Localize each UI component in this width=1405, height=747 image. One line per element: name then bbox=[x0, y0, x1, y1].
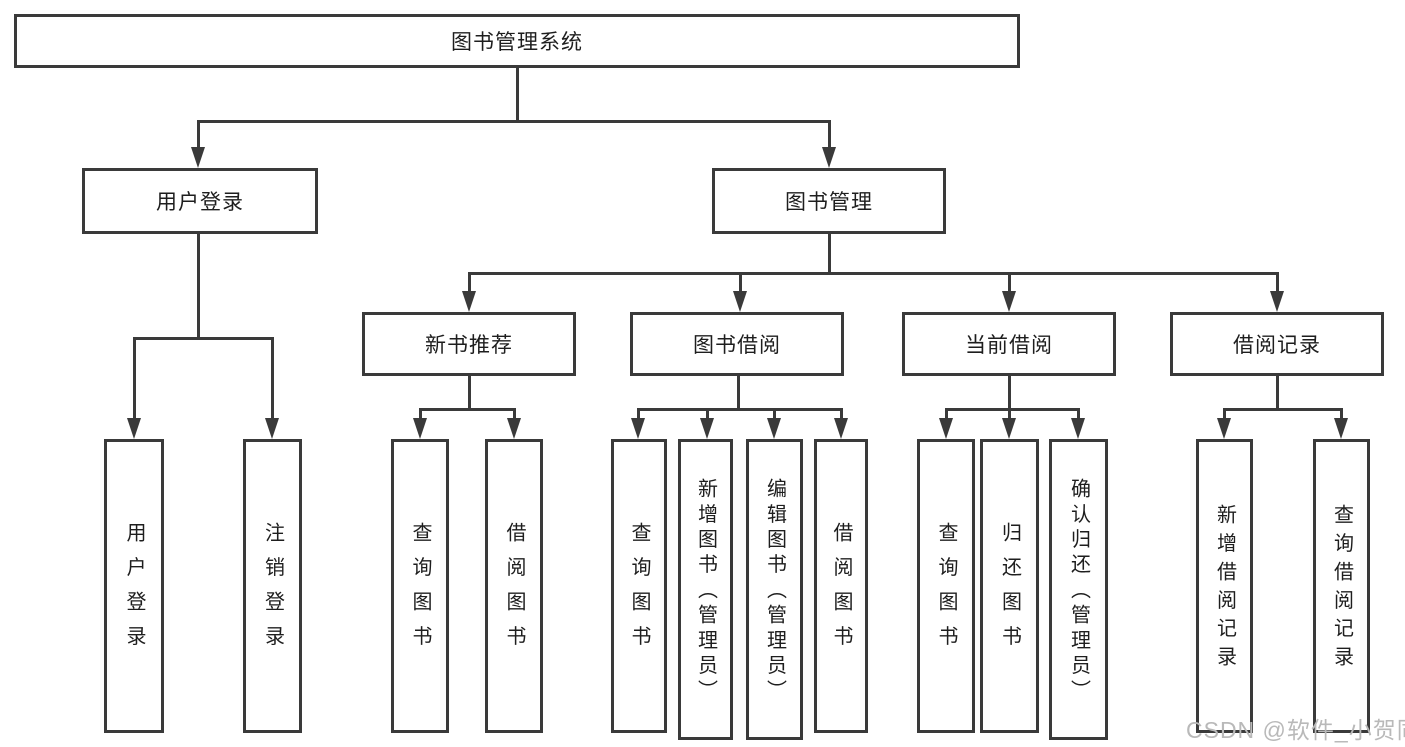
arrow-to-current-borrow bbox=[1002, 272, 1016, 312]
leaf-edit-book-admin: 编辑图书（管理员） bbox=[746, 439, 803, 740]
arrow-to-leaf-user-login bbox=[127, 337, 141, 439]
leaf-query-books-1: 查询图书 bbox=[391, 439, 449, 733]
arrow-to-edit-book bbox=[767, 408, 781, 439]
node-current-borrow: 当前借阅 bbox=[902, 312, 1116, 376]
arrow-to-return-book bbox=[1002, 408, 1016, 439]
leaf-add-borrow-record: 新增借阅记录 bbox=[1196, 439, 1253, 733]
leaf-confirm-return-admin: 确认归还（管理员） bbox=[1049, 439, 1108, 740]
edge-user-login-split bbox=[132, 337, 274, 340]
edge-new-book-recommend-stem bbox=[467, 375, 471, 411]
leaf-borrow-books-1: 借阅图书 bbox=[485, 439, 543, 733]
arrow-to-leaf-logout bbox=[265, 337, 279, 439]
leaf-query-books-2: 查询图书 bbox=[611, 439, 667, 733]
edge-current-borrow-split bbox=[944, 408, 1080, 411]
arrow-to-query-books-1 bbox=[413, 408, 427, 439]
edge-user-login-stem bbox=[196, 233, 200, 340]
arrow-to-book-management bbox=[822, 120, 836, 168]
leaf-query-books-3: 查询图书 bbox=[917, 439, 975, 733]
csdn-watermark: CSDN @软件_小贺同学 bbox=[1186, 717, 1405, 743]
arrow-to-query-borrow-record bbox=[1334, 408, 1348, 439]
arrow-to-new-book-recommend bbox=[462, 272, 476, 312]
node-user-login: 用户登录 bbox=[82, 168, 318, 234]
arrow-to-add-book bbox=[700, 408, 714, 439]
arrow-to-query-books-3 bbox=[939, 408, 953, 439]
leaf-return-book: 归还图书 bbox=[980, 439, 1039, 733]
edge-root-split bbox=[196, 120, 831, 123]
leaf-query-borrow-record: 查询借阅记录 bbox=[1313, 439, 1370, 733]
edge-book-management-stem bbox=[827, 232, 831, 275]
arrow-to-user-login bbox=[191, 120, 205, 168]
node-book-borrow: 图书借阅 bbox=[630, 312, 844, 376]
edge-book-borrow-split bbox=[636, 408, 843, 411]
edge-root-stem bbox=[515, 68, 519, 123]
node-borrow-records: 借阅记录 bbox=[1170, 312, 1384, 376]
arrow-to-borrow-records bbox=[1270, 272, 1284, 312]
arrow-to-book-borrow bbox=[733, 272, 747, 312]
leaf-borrow-books-2: 借阅图书 bbox=[814, 439, 868, 733]
edge-book-borrow-stem bbox=[736, 375, 740, 411]
edge-current-borrow-stem bbox=[1007, 375, 1011, 411]
arrow-to-add-borrow-record bbox=[1217, 408, 1231, 439]
edge-new-book-recommend-split bbox=[418, 408, 516, 411]
node-new-book-recommend: 新书推荐 bbox=[362, 312, 576, 376]
arrow-to-borrow-books-1 bbox=[507, 408, 521, 439]
node-root: 图书管理系统 bbox=[14, 14, 1020, 68]
leaf-user-login: 用户登录 bbox=[104, 439, 164, 733]
edge-book-management-split bbox=[467, 272, 1279, 275]
arrow-to-query-books-2 bbox=[631, 408, 645, 439]
edge-borrow-records-stem bbox=[1275, 375, 1279, 411]
arrow-to-confirm-return bbox=[1071, 408, 1085, 439]
leaf-add-book-admin: 新增图书（管理员） bbox=[678, 439, 733, 740]
arrow-to-borrow-books-2 bbox=[834, 408, 848, 439]
node-book-management: 图书管理 bbox=[712, 168, 946, 234]
leaf-logout: 注销登录 bbox=[243, 439, 302, 733]
edge-borrow-records-split bbox=[1222, 408, 1343, 411]
